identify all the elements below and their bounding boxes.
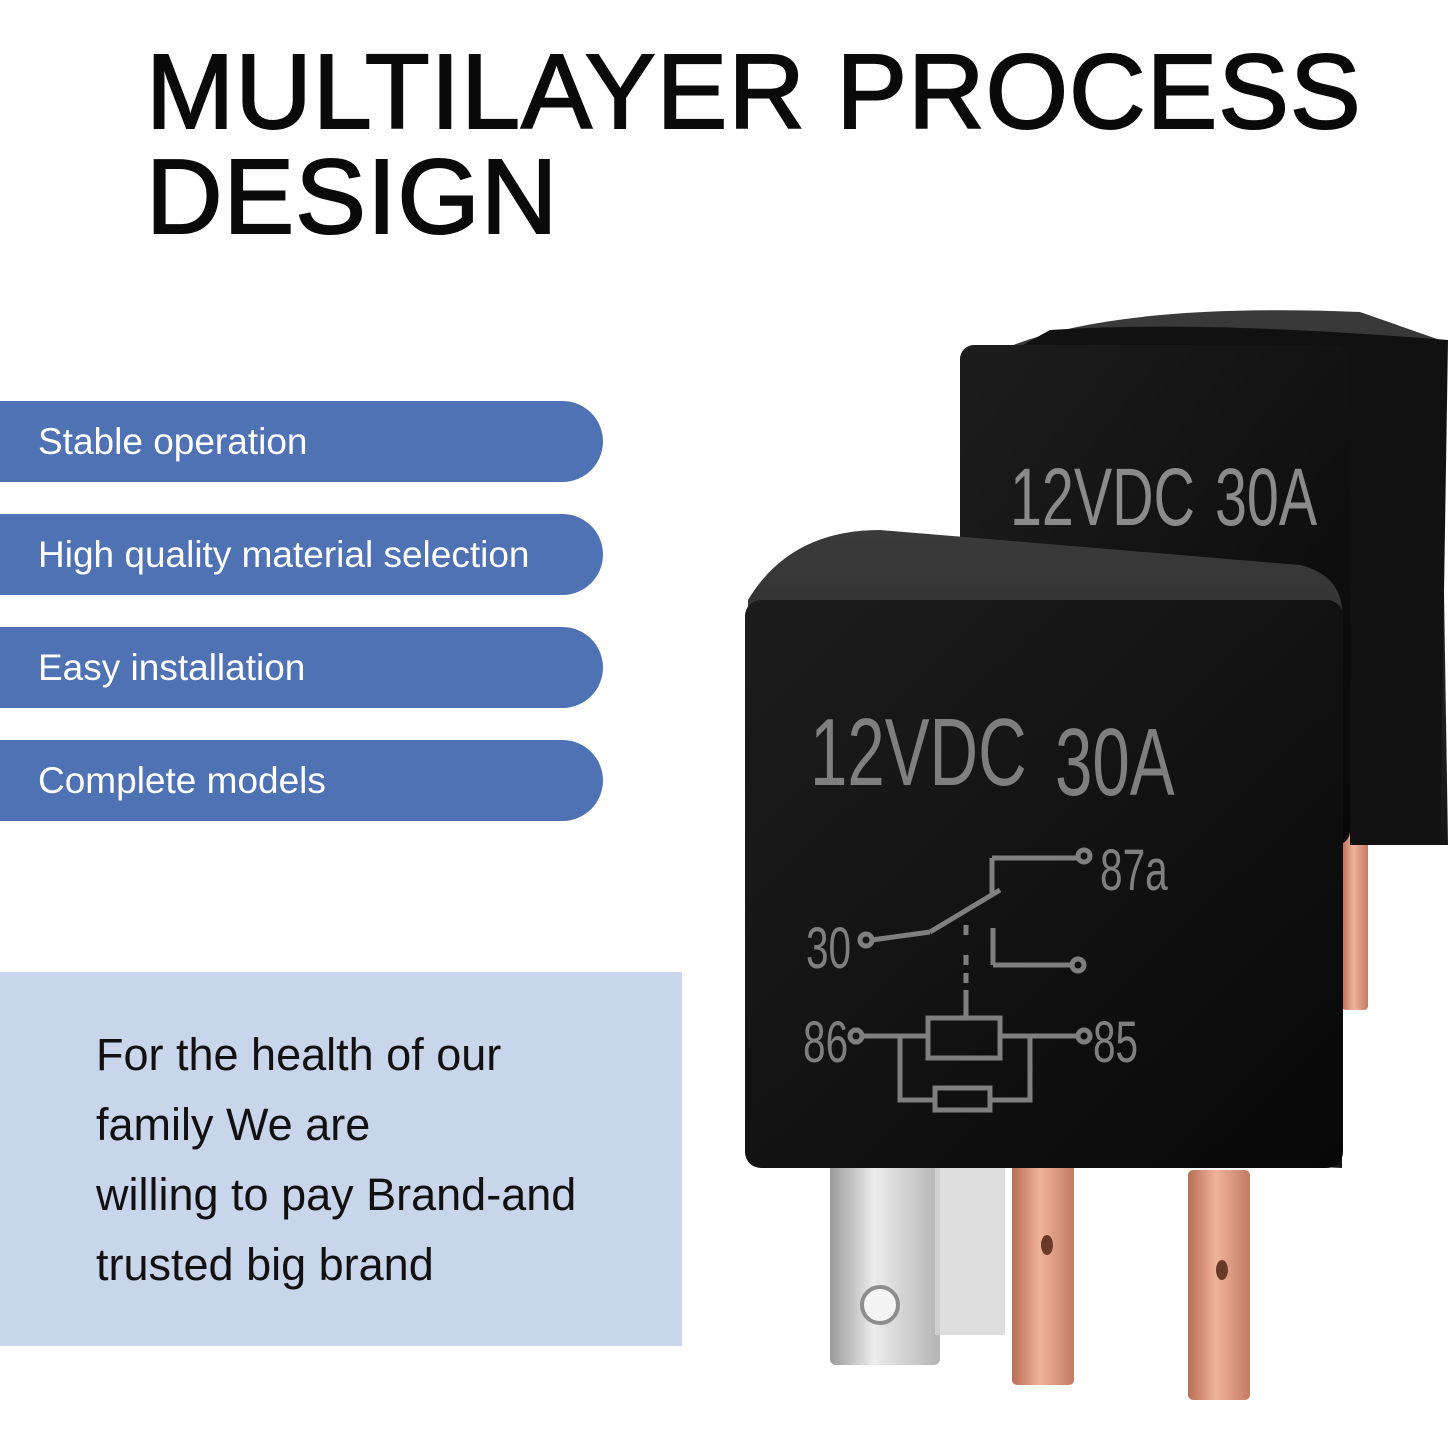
relay-back-terminal	[1342, 830, 1368, 1010]
relay-back-rating-voltage: 12VDC	[1010, 451, 1195, 543]
relay-circuit-diagram	[847, 847, 1093, 1113]
title-line-2: DESIGN	[145, 138, 559, 256]
pin-label-87a: 87a	[1100, 838, 1168, 903]
terminal-silver	[830, 1150, 940, 1365]
pin-label-85: 85	[1093, 1010, 1138, 1075]
feature-pill-stable-operation: Stable operation	[0, 401, 603, 482]
pin-label-86: 86	[803, 1010, 848, 1075]
info-line-2: family We are	[96, 1099, 371, 1150]
page-title: MULTILAYER PROCESS DESIGN	[145, 33, 1362, 256]
terminal-copper-right	[1188, 1170, 1250, 1400]
info-line-4: trusted big brand	[96, 1239, 434, 1290]
relay-back-rating-current: 30A	[1215, 451, 1318, 543]
feature-pill-complete-models: Complete models	[0, 740, 603, 821]
terminal-copper-middle	[1012, 1160, 1074, 1385]
feature-pill-easy-installation: Easy installation	[0, 627, 603, 708]
relay-front-rating-voltage: 12VDC	[810, 698, 1027, 806]
info-text: For the health of our family We are will…	[96, 1020, 576, 1300]
info-line-1: For the health of our	[96, 1029, 502, 1080]
pin-label-30: 30	[806, 916, 851, 981]
title-line-1: MULTILAYER PROCESS	[145, 33, 1362, 151]
relay-product-image: 12VDC 30A 12VDC 30A	[745, 310, 1448, 1400]
info-line-3: willing to pay Brand-and	[96, 1169, 577, 1220]
relay-front-rating-current: 30A	[1055, 708, 1175, 816]
relay-front-terminals	[830, 1150, 1250, 1400]
relay-front: 12VDC 30A 87a 30 86 85	[745, 530, 1343, 1168]
feature-pill-material-selection: High quality material selection	[0, 514, 603, 595]
info-box	[0, 972, 682, 1346]
